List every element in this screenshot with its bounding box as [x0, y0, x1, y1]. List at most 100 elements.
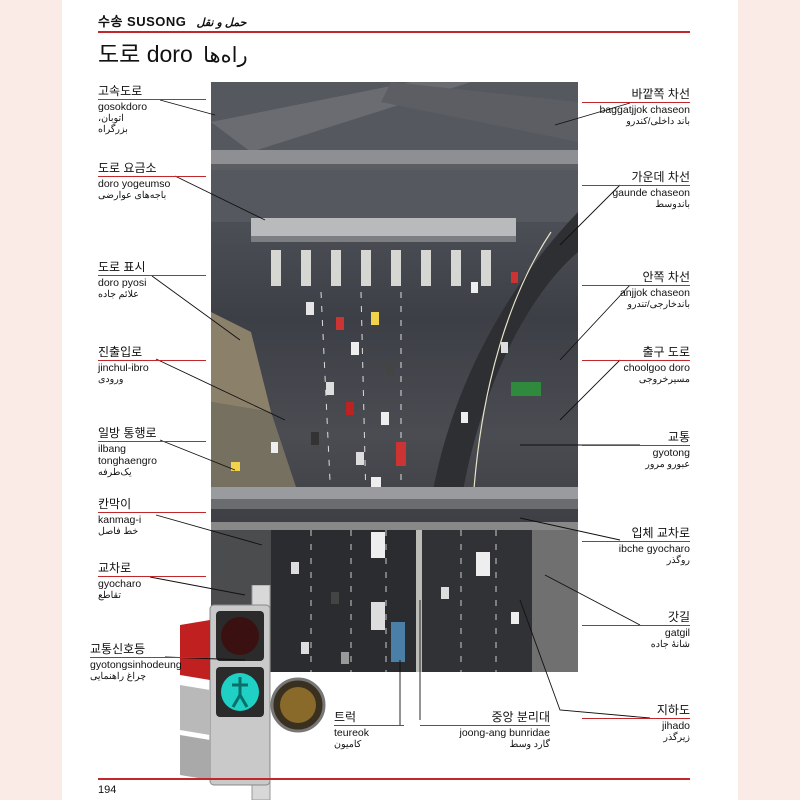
label-gosokdoro: 고속도로 gosokdoro اتوبان، بزرگراه — [98, 84, 206, 135]
label-fa: کامیون — [334, 739, 362, 750]
label-rom: doro pyosi — [98, 277, 147, 289]
label-choolgoo-doro: 출구 도로 choolgoo doro مسیرخروجی — [582, 345, 690, 385]
label-gyotong: 교통 gyotong عبورو مرور — [582, 430, 690, 470]
label-ko: 중앙 분리대 — [491, 710, 550, 724]
label-baggatjjok-chaseon: 바깥쪽 차선 baggatjjok chaseon باند داخلی/کند… — [582, 87, 690, 127]
label-rom: jihado — [661, 720, 690, 732]
label-fa: چراغ راهنمایی — [90, 671, 147, 682]
label-rom: jinchul-ibro — [98, 362, 149, 374]
label-ko: 칸막이 — [98, 497, 132, 511]
title-ko: 도로 — [98, 41, 141, 67]
label-ko: 도로 요금소 — [98, 161, 157, 175]
label-rule — [582, 185, 690, 186]
label-fa: گارد وسط — [509, 739, 550, 750]
right-margin-band — [738, 0, 800, 800]
label-rom: gyotongsinhodeung — [90, 659, 182, 671]
label-rule — [98, 576, 206, 577]
label-fa: خط فاصل — [98, 526, 139, 537]
label-ko: 갓길 — [667, 610, 690, 624]
label-rule — [582, 718, 690, 719]
label-ko: 진출입로 — [98, 345, 143, 359]
label-ko: 도로 표시 — [98, 260, 146, 274]
label-ko: 교통신호등 — [90, 642, 146, 656]
label-rom: gatgil — [664, 627, 690, 639]
label-ko: 가운데 차선 — [631, 170, 690, 184]
label-rom: anjjok chaseon — [619, 287, 690, 299]
label-fa: روگذر — [666, 555, 690, 566]
label-rom: ibche gyocharo — [618, 543, 690, 555]
label-jihado: 지하도 jihado زیرگذر — [582, 703, 690, 743]
label-gaunde-chaseon: 가운데 차선 gaunde chaseon باندوسط — [582, 170, 690, 210]
highway-photo — [211, 82, 578, 672]
footer-rule — [98, 778, 690, 780]
label-fa: شانهٔ جاده — [650, 639, 690, 650]
label-rule — [582, 360, 690, 361]
label-fa: ورودی — [98, 374, 124, 385]
label-fa: باجه‌های عوارضی — [98, 190, 167, 201]
traffic-light-illustration — [180, 585, 326, 800]
label-fa: زیرگذر — [663, 732, 690, 743]
label-rom: ilbang tonghaengro — [98, 443, 157, 467]
label-rom: joong-ang bunridae — [459, 727, 551, 739]
label-rule — [582, 445, 690, 446]
label-ilbang-tonghaengro: 일방 통행로 ilbang tonghaengro یک‌طرفه — [98, 426, 206, 478]
label-gyotongsinhodeung: 교통신호등 gyotongsinhodeung چراغ راهنمایی — [90, 642, 210, 682]
label-ko: 지하도 — [656, 703, 690, 717]
title-rom: doro — [146, 41, 193, 67]
label-rule — [98, 275, 206, 276]
label-rom: gosokdoro — [98, 101, 148, 113]
label-fa: علائم جاده — [98, 289, 139, 300]
label-fa: اتوبان، بزرگراه — [98, 113, 128, 135]
label-anjjok-chaseon: 안쪽 차선 anjjok chaseon باندخارجی/تندرو — [582, 270, 690, 310]
label-ko: 바깥쪽 차선 — [631, 87, 690, 101]
label-rom: doro yogeumso — [98, 178, 171, 190]
label-ko: 출구 도로 — [642, 345, 691, 359]
label-fa: باندخارجی/تندرو — [627, 299, 690, 310]
section-rom: SUSONG — [127, 14, 187, 29]
label-fa: تقاطع — [98, 590, 121, 601]
label-rule — [98, 176, 206, 177]
label-rom: choolgoo doro — [623, 362, 690, 374]
label-rule — [420, 725, 550, 726]
label-rom: gyocharo — [98, 578, 142, 590]
label-rom: gyotong — [652, 447, 690, 459]
header-rule — [98, 31, 690, 33]
section-ko: 수송 — [98, 14, 123, 29]
label-rom: teureok — [334, 727, 370, 739]
label-ko: 트럭 — [334, 710, 357, 724]
label-gatgil: 갓길 gatgil شانهٔ جاده — [582, 610, 690, 650]
label-fa: یک‌طرفه — [98, 467, 132, 478]
label-rule — [98, 441, 206, 442]
label-rule — [582, 625, 690, 626]
label-ko: 교통 — [667, 430, 690, 444]
label-jinchul-ibro: 진출입로 jinchul-ibro ورودی — [98, 345, 206, 385]
label-ko: 고속도로 — [98, 84, 143, 98]
label-rule — [582, 102, 690, 103]
label-doro-yogeumso: 도로 요금소 doro yogeumso باجه‌های عوارضی — [98, 161, 206, 201]
label-rule — [582, 285, 690, 286]
label-ko: 일방 통행로 — [98, 426, 157, 440]
title-fa: راه‌ها — [203, 44, 248, 67]
label-rule — [98, 512, 206, 513]
left-margin-band — [0, 0, 62, 800]
label-doro-pyosi: 도로 표시 doro pyosi علائم جاده — [98, 260, 206, 300]
label-fa: باند داخلی/کندرو — [626, 116, 690, 127]
label-fa: مسیرخروجی — [638, 374, 690, 385]
label-fa: عبورو مرور — [645, 459, 690, 470]
section-fa: حمل و نقل — [196, 17, 247, 29]
section-header: 수송 SUSONG حمل و نقل — [98, 11, 246, 30]
label-rule — [98, 360, 206, 361]
label-fa: باندوسط — [655, 199, 690, 210]
label-ko: 교차로 — [98, 561, 132, 575]
label-ibche-gyocharo: 입체 교차로 ibche gyocharo روگذر — [582, 526, 690, 566]
label-gyocharo: 교차로 gyocharo تقاطع — [98, 561, 206, 601]
label-rule — [98, 99, 206, 100]
label-joong-ang-bunridae: 중앙 분리대 joong-ang bunridae گارد وسط — [420, 710, 550, 750]
label-ko: 안쪽 차선 — [642, 270, 691, 284]
label-rom: gaunde chaseon — [612, 187, 690, 199]
label-rule — [582, 541, 690, 542]
label-rule — [90, 657, 210, 658]
label-ko: 입체 교차로 — [631, 526, 690, 540]
label-teureok: 트럭 teureok کامیون — [334, 710, 404, 750]
